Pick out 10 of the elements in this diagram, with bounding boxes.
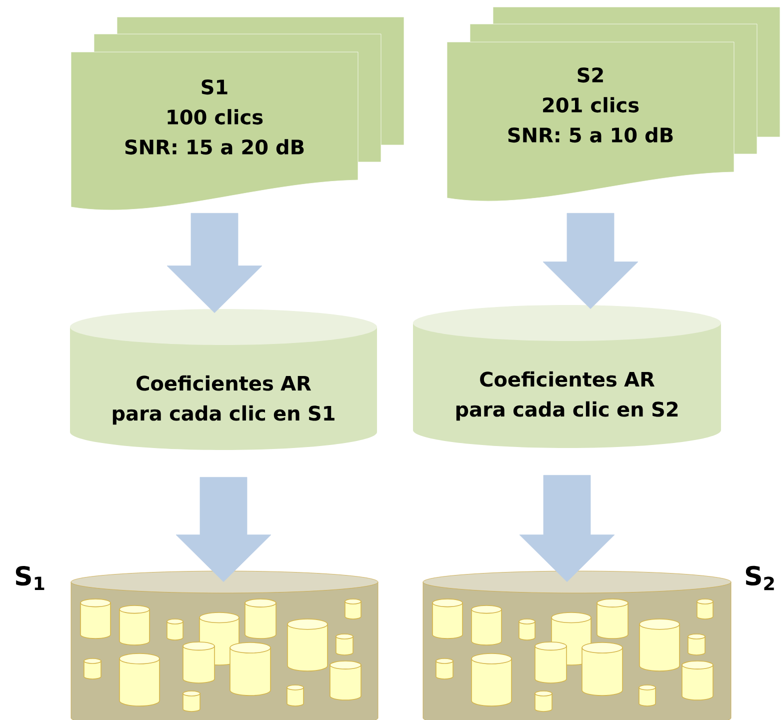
document-stack: S1 100 clics SNR: 15 a 20 dB [70,16,404,210]
block-arrow [176,477,272,582]
document-stack: S2 201 clics SNR: 5 a 10 dB [446,6,780,202]
set-label: S$_{2}$ [746,566,774,590]
block-arrow [519,475,615,582]
block-arrow [166,213,262,313]
block-arrow [542,213,638,309]
cylinder: Coeficientes AR para cada clic en S2 [413,305,721,448]
cylinder: Coeficientes AR para cada clic en S1 [70,309,377,450]
set-label: S$_{1}$ [16,566,44,590]
